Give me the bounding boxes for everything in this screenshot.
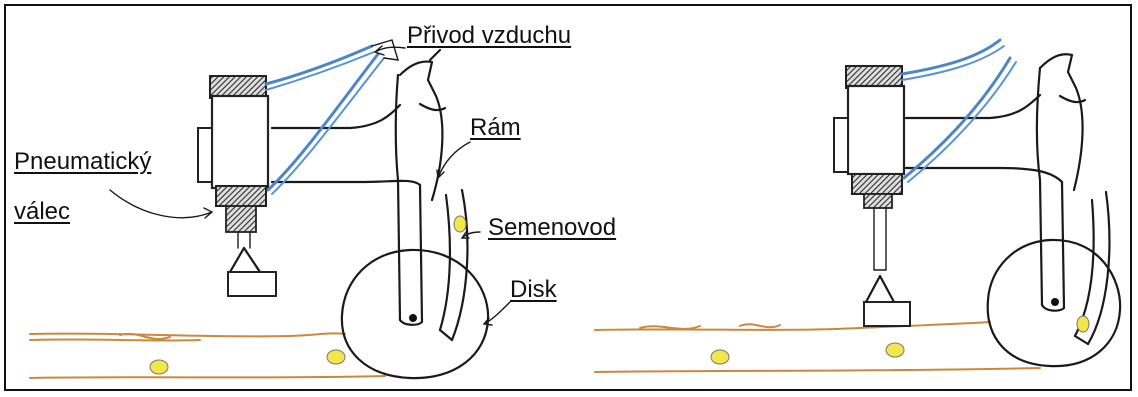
arrow-cylinder: [110, 190, 212, 218]
seed-tube-left: [440, 190, 467, 340]
pneumatic-cylinder-right: [834, 66, 910, 326]
air-hoses-left: [266, 40, 398, 194]
seed-left-1: [150, 360, 168, 374]
label-cylinder-line1: Pneumatický: [14, 150, 151, 174]
seed-right-1: [711, 350, 729, 364]
pneumatic-cylinder-left: [198, 76, 276, 296]
seed-tube-right: [1075, 192, 1109, 344]
disk-hub-left: [409, 314, 417, 322]
left-sketch: [30, 40, 510, 378]
label-air-supply: Přivod vzduchu: [407, 24, 571, 48]
right-sketch: [595, 40, 1120, 372]
disk-hub-right: [1051, 298, 1059, 306]
label-frame: Rám: [470, 116, 521, 140]
seed-left-2: [327, 350, 345, 364]
arrow-seed-tube: [462, 232, 480, 238]
seed-right-2: [886, 343, 904, 357]
soil-lines-right: [595, 322, 1040, 372]
air-hoses-right: [902, 40, 1016, 182]
label-disk: Disk: [510, 278, 557, 302]
arrow-air-supply-left: [375, 46, 405, 55]
label-seed-tube: Semenovod: [488, 216, 616, 240]
label-cylinder-line2: válec: [14, 200, 70, 224]
